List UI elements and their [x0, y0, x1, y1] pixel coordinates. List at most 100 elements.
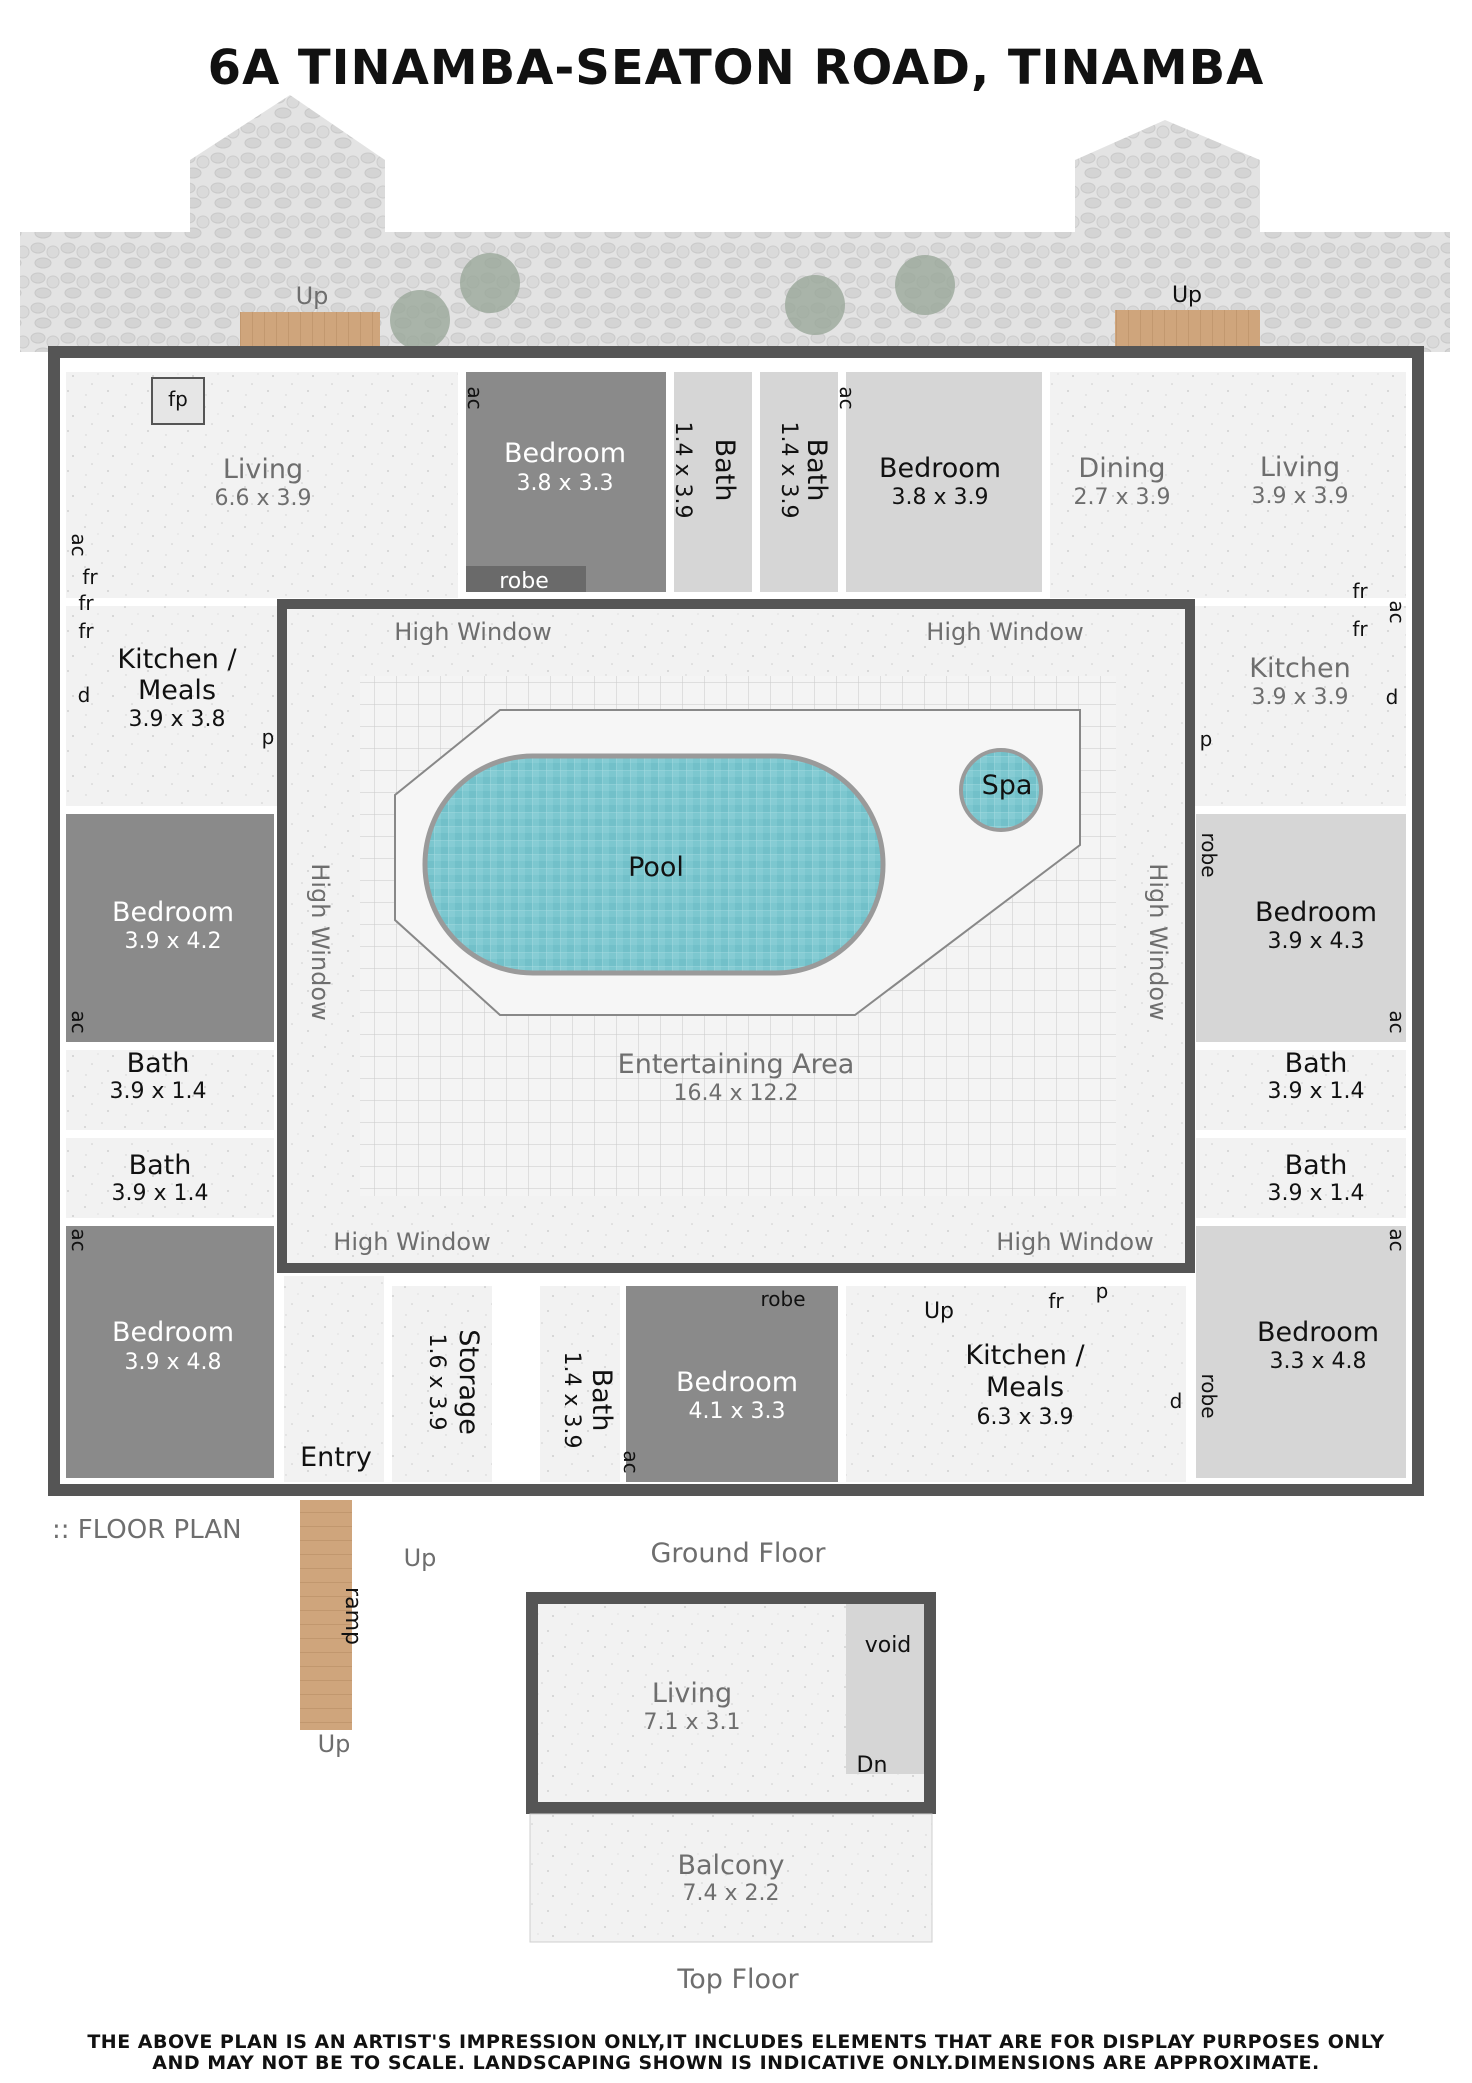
room-name: Bedroom [1255, 897, 1377, 928]
top-floor-label: Top Floor [676, 1964, 799, 1995]
high-window-label: High Window [306, 863, 334, 1020]
high-window-label: High Window [333, 1228, 490, 1256]
ac-label: ac [463, 386, 487, 409]
shrub [460, 253, 520, 313]
robe-label: robe [760, 1287, 805, 1311]
room-name: Pool [628, 852, 684, 883]
fridge-label: fr [1352, 579, 1368, 603]
room-name: Kitchen / [965, 1340, 1085, 1371]
fixture-labels: fp robe robe robe robe ac ac ac ac ac ac… [67, 386, 1409, 1473]
ac-label: ac [1385, 1228, 1409, 1251]
room-dims: 3.8 x 3.9 [892, 485, 989, 510]
fridge-label: fr [78, 591, 94, 615]
room-dims: 1.4 x 3.9 [670, 422, 695, 519]
room-name: Living [1260, 452, 1340, 483]
room-name: Kitchen [1249, 653, 1350, 684]
fridge-label: fr [1352, 617, 1368, 641]
page-title: 6A TINAMBA-SEATON ROAD, TINAMBA [208, 40, 1265, 96]
room-dims: 3.9 x 3.9 [1252, 685, 1349, 710]
stair-up-label: Up [318, 1730, 351, 1758]
room-name: Bedroom [112, 897, 234, 928]
room-name: Meals [986, 1372, 1064, 1403]
room-dims: 3.9 x 1.4 [1268, 1181, 1365, 1206]
room-dims: 1.4 x 3.9 [776, 422, 801, 519]
room-name: Bedroom [504, 438, 626, 469]
room-dims: 3.9 x 3.9 [1252, 484, 1349, 509]
room-name: Bath [127, 1048, 190, 1079]
south-wing [284, 1276, 1186, 1482]
section-label: :: FLOOR PLAN [52, 1515, 242, 1545]
room-dims: 3.9 x 4.2 [125, 929, 222, 954]
pantry-label: p [1200, 727, 1213, 751]
entertaining-area [277, 599, 1195, 1273]
room-dims: 3.9 x 3.8 [129, 707, 226, 732]
room-dims: 3.3 x 4.8 [1270, 1349, 1367, 1374]
room-dims: 3.9 x 1.4 [112, 1181, 209, 1206]
shrub [785, 275, 845, 335]
west-wing [66, 606, 278, 1478]
room-name: Bath [801, 439, 832, 502]
room-name: Bedroom [112, 1317, 234, 1348]
high-window-label: High Window [926, 618, 1083, 646]
dishwasher-label: d [78, 683, 91, 707]
fridge-label: fr [82, 565, 98, 589]
room-name: Bath [129, 1150, 192, 1181]
room-dims: 3.9 x 4.3 [1268, 929, 1365, 954]
room-dims: 3.9 x 4.8 [125, 1350, 222, 1375]
room-dims: 3.9 x 1.4 [110, 1079, 207, 1104]
fireplace [151, 377, 205, 425]
pantry-label: p [262, 725, 275, 749]
void-label: void [865, 1633, 912, 1658]
room-dims: 7.4 x 2.2 [683, 1881, 780, 1906]
robe-label: robe [1197, 832, 1221, 877]
room-name: Storage [453, 1329, 484, 1435]
pantry-label: p [1096, 1279, 1109, 1303]
east-wing [1190, 606, 1406, 1478]
room-dims: 1.6 x 3.9 [424, 1334, 449, 1431]
ac-label: ac [1385, 600, 1409, 623]
room-dims: 6.6 x 3.9 [215, 486, 312, 511]
ramp-label: ramp [340, 1587, 365, 1645]
shrub [895, 255, 955, 315]
stair-down-label: Dn [857, 1753, 888, 1778]
room-name: Dining [1078, 453, 1165, 484]
room-name: Living [652, 1678, 732, 1709]
high-window-label: High Window [1144, 863, 1172, 1020]
fridge-label: fr [78, 619, 94, 643]
stair-up-label: Up [404, 1544, 437, 1572]
fireplace-label: fp [168, 387, 188, 411]
room-dims: 1.4 x 3.9 [559, 1352, 584, 1449]
pool [422, 753, 886, 976]
north-wing [66, 372, 1406, 598]
room-name: Meals [138, 675, 216, 706]
stair-up-label: Up [296, 282, 329, 310]
high-window-label: High Window [996, 1228, 1153, 1256]
room-name: Entertaining Area [618, 1049, 855, 1080]
ac-label: ac [67, 1010, 91, 1033]
room-dims: 2.7 x 3.9 [1074, 485, 1171, 510]
ac-label: ac [67, 1228, 91, 1251]
robe-bar [466, 566, 586, 592]
stair-up-label: Up [924, 1299, 954, 1324]
room-dims: 3.9 x 1.4 [1268, 1079, 1365, 1104]
entry-ramp [300, 1500, 352, 1730]
room-name: Entry [300, 1442, 372, 1473]
stair-up-label: Up [1172, 283, 1202, 308]
dishwasher-label: d [1170, 1389, 1183, 1413]
ac-label: ac [1385, 1010, 1409, 1033]
room-name: Balcony [677, 1850, 784, 1881]
room-name: Kitchen / [117, 644, 237, 675]
room-name: Spa [982, 770, 1033, 801]
ac-label: ac [619, 1450, 643, 1473]
fridge-label: fr [1048, 1289, 1064, 1313]
room-dims: 4.1 x 3.3 [689, 1399, 786, 1424]
room-name: Living [223, 454, 303, 485]
room-name: Bath [1285, 1048, 1348, 1079]
room-dims: 7.1 x 3.1 [644, 1710, 741, 1735]
room-name: Bedroom [1257, 1317, 1379, 1348]
disclaimer-line-2: AND MAY NOT BE TO SCALE. LANDSCAPING SHO… [152, 2052, 1320, 2074]
landscaping: Up Up [20, 95, 1450, 354]
dishwasher-label: d [1386, 685, 1399, 709]
ground-floor-label: Ground Floor [650, 1538, 826, 1569]
